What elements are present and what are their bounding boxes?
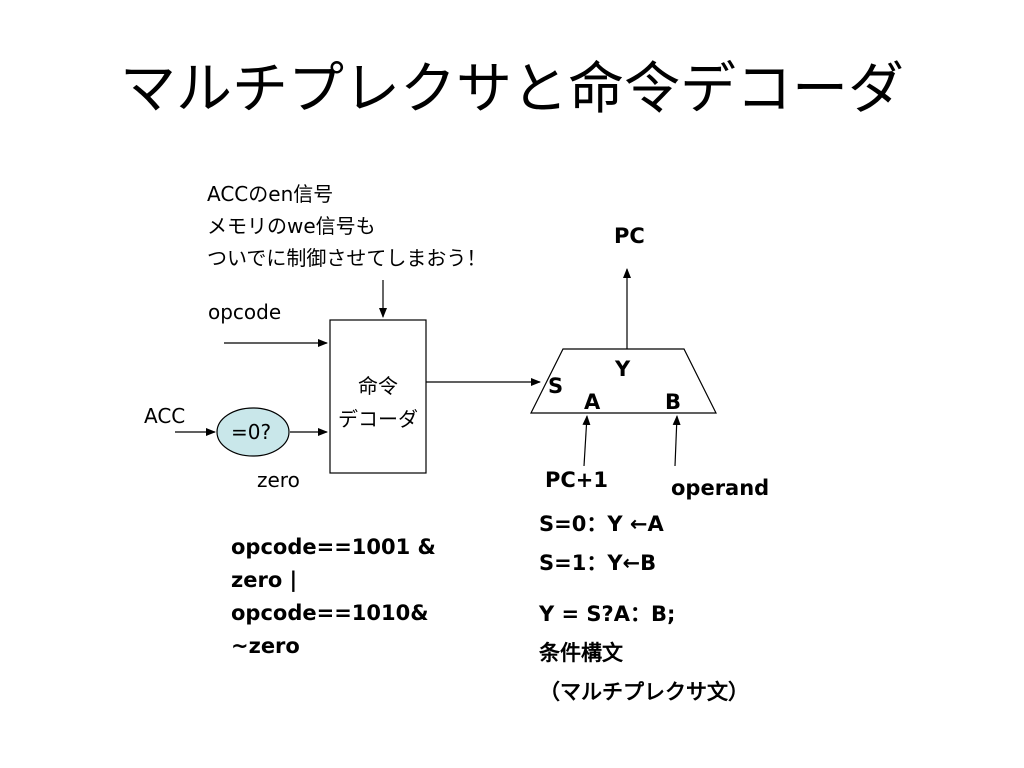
condition-line: ~zero xyxy=(231,634,300,658)
mux-explanation: Y = S?A：B; 条件構文 （マルチプレクサ文） xyxy=(539,598,749,706)
condition-line: opcode==1010& xyxy=(231,601,429,625)
note-line: メモリのwe信号も xyxy=(207,214,376,238)
pc-label: PC xyxy=(614,224,645,248)
decoder-label-line1: 命令 xyxy=(358,374,398,398)
mux-s-label: S xyxy=(548,374,564,398)
acc-label: ACC xyxy=(144,404,186,428)
mux-rules: S=0：Y ←A S=1：Y←B xyxy=(539,508,664,577)
note-line: ついでに制御させてしまおう！ xyxy=(207,246,487,270)
decoder-label-line2: デコーダ xyxy=(338,407,418,431)
zero-test-ellipse xyxy=(216,407,290,457)
page-title: マルチプレクサと命令デコーダ xyxy=(120,57,904,122)
decoder-box xyxy=(329,319,427,474)
explain-line: Y = S?A：B; xyxy=(539,602,676,626)
decoder-label: 命令 デコーダ xyxy=(330,370,426,432)
note-line: ACCのen信号 xyxy=(207,182,334,206)
condition-line: opcode==1001 & xyxy=(231,535,436,559)
explain-line: 条件構文 xyxy=(539,641,623,665)
a-in-arrow xyxy=(582,415,591,467)
mux-rule-line: S=0：Y ←A xyxy=(539,512,664,536)
mux-b-label: B xyxy=(665,390,682,414)
pc-plus1-label: PC+1 xyxy=(545,468,609,492)
mux-trapezoid xyxy=(530,348,717,414)
opcode-label: opcode xyxy=(208,300,282,324)
mux-a-label: A xyxy=(584,390,601,414)
mux-rule-line: S=1：Y←B xyxy=(539,551,657,575)
operand-label: operand xyxy=(671,476,770,500)
control-note: ACCのen信号 メモリのwe信号も ついでに制御させてしまおう！ xyxy=(207,178,486,271)
condition-line: zero | xyxy=(231,568,298,592)
zero-label: zero xyxy=(257,468,300,492)
condition-expression: opcode==1001 & zero | opcode==1010& ~zer… xyxy=(231,535,436,658)
b-in-arrow xyxy=(672,415,681,467)
mux-y-label: Y xyxy=(615,357,631,381)
zero-test-label: =0? xyxy=(231,420,272,444)
explain-line: （マルチプレクサ文） xyxy=(539,680,749,704)
